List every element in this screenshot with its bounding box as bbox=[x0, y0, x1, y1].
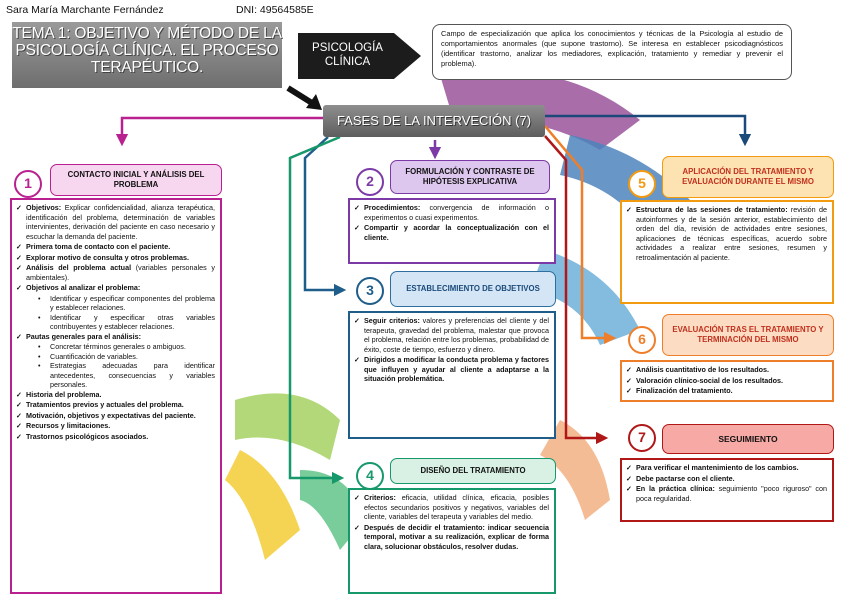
phase-3-content: Seguir criterios: valores y preferencias… bbox=[348, 311, 556, 439]
p3-item-label: Seguir criterios: bbox=[364, 316, 420, 325]
phase-4-content: Criterios: eficacia, utilidad clínica, e… bbox=[348, 488, 556, 594]
author-dni: DNI: 49564585E bbox=[236, 4, 314, 16]
phase-3-number: 3 bbox=[356, 277, 384, 305]
p4-item-text: eficacia, utilidad clínica, eficacia, po… bbox=[364, 493, 549, 521]
phase-2-title: FORMULACIÓN Y CONTRASTE DE HIPÓTESIS EXP… bbox=[390, 160, 550, 194]
p1-subitem: Cuantificación de variables. bbox=[16, 352, 215, 362]
definition-box: Campo de especialización que aplica los … bbox=[432, 24, 792, 80]
phase-6-content: Análisis cuantitativo de los resultados.… bbox=[620, 360, 834, 402]
phase-2-number: 2 bbox=[356, 168, 384, 196]
p1-item: Pautas generales para el análisis: bbox=[16, 332, 215, 342]
phase-1-content: Objetivos: Explicar confidencialidad, al… bbox=[10, 198, 222, 594]
phases-title: FASES DE LA INTERVECIÓN (7) bbox=[323, 105, 545, 137]
p1-subitem: Concretar términos generales o ambiguos. bbox=[16, 342, 215, 352]
p2-item-label: Procedimientos: bbox=[364, 203, 421, 212]
p1-item: Primera toma de contacto con el paciente… bbox=[16, 242, 215, 252]
p6-item: Finalización del tratamiento. bbox=[626, 386, 827, 396]
phase-6-title: EVALUACIÓN TRAS EL TRATAMIENTO Y TERMINA… bbox=[662, 314, 834, 356]
phase-7-content: Para verificar el mantenimiento de los c… bbox=[620, 458, 834, 522]
p1-item-label: Análisis del problema actual bbox=[26, 263, 132, 272]
p1-subitem: Identificar y especificar componentes de… bbox=[16, 294, 215, 313]
phase-3-title: ESTABLECIMIENTO DE OBJETIVOS bbox=[390, 271, 556, 307]
psychology-arrow-label: PSICOLOGÍA CLÍNICA bbox=[298, 33, 421, 79]
p1-item: Historia del problema. bbox=[16, 390, 215, 400]
phase-5-number: 5 bbox=[628, 170, 656, 198]
p4-item-label: Criterios: bbox=[364, 493, 396, 502]
p1-item: Explorar motivo de consulta y otros prob… bbox=[16, 253, 215, 263]
arrow-label-line1: PSICOLOGÍA bbox=[312, 42, 383, 54]
phase-7-title: SEGUIMIENTO bbox=[662, 424, 834, 454]
p7-item-label: En la práctica clínica: bbox=[636, 484, 715, 493]
p6-item: Valoración clínico-social de los resulta… bbox=[626, 376, 827, 386]
p1-item-text: Explicar confidencialidad, alianza terap… bbox=[26, 203, 215, 241]
p1-item: Trastornos psicológicos asociados. bbox=[16, 432, 215, 442]
p1-item: Motivación, objetivos y expectativas del… bbox=[16, 411, 215, 421]
p3-item: Dirigidos a modificar la conducta proble… bbox=[354, 355, 549, 384]
p7-item-text: seguimiento "poco riguroso" con poca reg… bbox=[636, 484, 827, 503]
arrow-label-line2: CLÍNICA bbox=[324, 56, 371, 69]
author-name: Sara María Marchante Fernández bbox=[6, 4, 164, 16]
phase-5-content: Estructura de las sesiones de tratamient… bbox=[620, 200, 834, 304]
p3-item-text: valores y preferencias del cliente y del… bbox=[364, 316, 549, 354]
phase-5-title: APLICACIÓN DEL TRATAMIENTO Y EVALUACIÓN … bbox=[662, 156, 834, 198]
p7-item: Para verificar el mantenimiento de los c… bbox=[626, 463, 827, 473]
p6-item: Análisis cuantitativo de los resultados. bbox=[626, 365, 827, 375]
p2-item-text: convergencia de información o experiment… bbox=[364, 203, 549, 222]
p5-item-label: Estructura de las sesiones de tratamient… bbox=[636, 205, 788, 214]
page-title: TEMA 1: OBJETIVO Y MÉTODO DE LA PSICOLOG… bbox=[12, 22, 282, 88]
p1-item: Recursos y limitaciones. bbox=[16, 421, 215, 431]
phase-7-number: 7 bbox=[628, 424, 656, 452]
p7-item: Debe pactarse con el cliente. bbox=[626, 474, 827, 484]
p1-subitem: Identificar y especificar otras variable… bbox=[16, 313, 215, 332]
p1-item-label: Objetivos: bbox=[26, 203, 62, 212]
phase-2-content: Procedimientos: convergencia de informac… bbox=[348, 198, 556, 264]
phase-4-number: 4 bbox=[356, 462, 384, 490]
phase-4-title: DISEÑO DEL TRATAMIENTO bbox=[390, 458, 556, 484]
phase-1-number: 1 bbox=[14, 170, 42, 198]
p5-item-text: revisión de autoinformes y de la sesión … bbox=[636, 205, 827, 262]
p1-item-text: (variables personales y ambientales). bbox=[26, 263, 215, 282]
p1-subitem: Estrategias adecuadas para identificar a… bbox=[16, 361, 215, 390]
p4-item: Después de decidir el tratamiento: indic… bbox=[354, 523, 549, 552]
p1-item: Tratamientos previos y actuales del prob… bbox=[16, 400, 215, 410]
p1-item: Objetivos al analizar el problema: bbox=[16, 283, 215, 293]
p2-item: Compartir y acordar la conceptualización… bbox=[354, 223, 549, 242]
phase-1-title: CONTACTO INICIAL Y ANÁLISIS DEL PROBLEMA bbox=[50, 164, 222, 196]
phase-6-number: 6 bbox=[628, 326, 656, 354]
